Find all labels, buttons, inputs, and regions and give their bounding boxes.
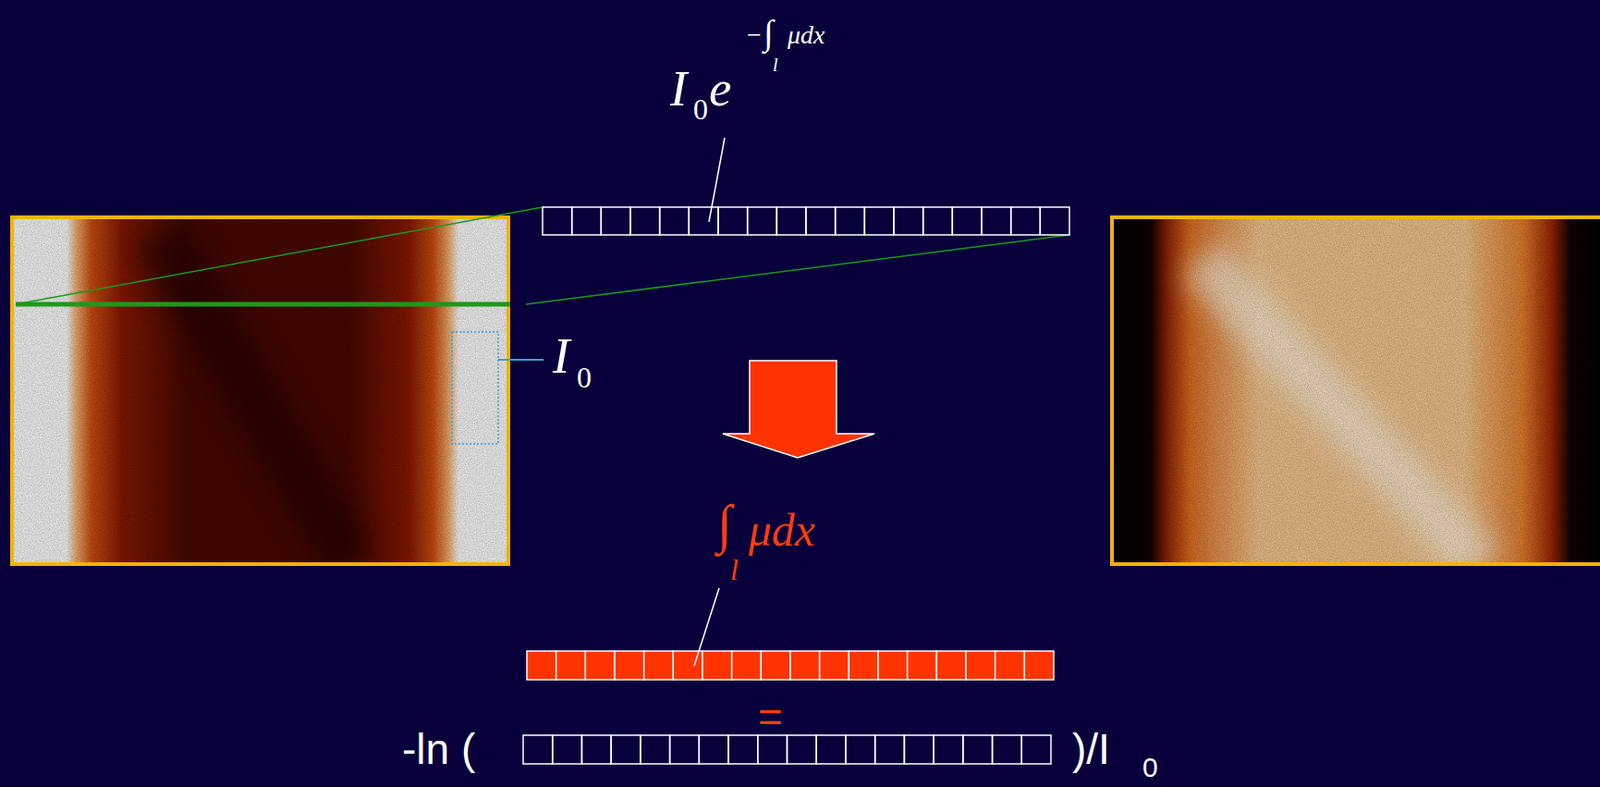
pixel-cell [965, 650, 996, 680]
pixel-strip [523, 734, 1051, 764]
integral-limit: l [730, 554, 739, 585]
pixel-cell [845, 734, 876, 764]
pixel-cell [903, 734, 934, 764]
pixel-cell [992, 734, 1023, 764]
leader-line [694, 587, 720, 666]
pixel-cell [923, 207, 953, 235]
pixel-cell [670, 734, 700, 764]
pixel-cell [572, 207, 602, 235]
pixel-cell [630, 207, 660, 235]
projection-image [12, 217, 509, 564]
pixel-cell [581, 734, 611, 764]
formula-exponent: ∫ [763, 14, 773, 50]
pixel-cell [757, 734, 788, 764]
pixel-cell [760, 650, 791, 680]
formula-symbol: I [670, 62, 687, 114]
pixel-cell [644, 650, 674, 680]
pixel-cell [1024, 650, 1054, 680]
pixel-cell [1011, 207, 1041, 235]
row-line [15, 302, 511, 307]
pixel-cell [816, 734, 846, 764]
integral-symbol: ∫ [717, 497, 733, 551]
pixel-cell [864, 207, 894, 235]
formula-exponent: μdx [787, 22, 825, 49]
leader-line [498, 358, 544, 361]
pixel-cell [790, 650, 820, 680]
pixel-cell [640, 734, 671, 764]
pixel-cell [728, 734, 758, 764]
pixel-cell [552, 734, 583, 764]
divide-operator: )/I [1072, 727, 1111, 770]
pixel-cell [907, 650, 938, 680]
pixel-cell [526, 650, 557, 680]
pixel-cell [523, 734, 553, 764]
pixel-cell [952, 207, 982, 235]
pixel-cell [732, 650, 762, 680]
pixel-cell [1039, 207, 1070, 235]
log-operator: -ln ( [402, 727, 476, 770]
pixel-cell [981, 207, 1012, 235]
equals-sign: = [757, 695, 783, 738]
pixel-cell [688, 207, 719, 235]
pixel-cell [995, 650, 1026, 680]
pixel-cell [718, 207, 748, 235]
pixel-cell [600, 207, 631, 235]
intensity-subscript: 0 [576, 362, 592, 392]
pixel-cell [702, 650, 733, 680]
pixel-cell [614, 650, 645, 680]
pixel-cell [835, 207, 866, 235]
result-strip [526, 650, 1054, 680]
pixel-cell [936, 650, 966, 680]
pixel-cell [1021, 734, 1051, 764]
image-frame [12, 217, 509, 564]
integral-term: μdx [748, 506, 816, 553]
processed-image [1111, 217, 1600, 564]
formula-symbol: e [708, 62, 732, 114]
pixel-cell [610, 734, 641, 764]
process-arrow [722, 360, 875, 458]
pixel-cell [556, 650, 587, 680]
formula-exponent: l [772, 55, 779, 74]
pixel-cell [806, 207, 836, 235]
pixel-cell [542, 207, 573, 235]
image-frame [1111, 217, 1600, 564]
intensity-label: I [552, 329, 570, 381]
pixel-cell [875, 734, 905, 764]
pixel-cell [819, 650, 850, 680]
pixel-cell [698, 734, 729, 764]
pixel-strip [542, 207, 1070, 235]
zoom-line [15, 207, 543, 305]
pixel-cell [776, 207, 807, 235]
pixel-cell [747, 207, 778, 235]
pixel-cell [787, 734, 818, 764]
formula-exponent: − [746, 22, 762, 49]
intensity-subscript: 0 [1142, 753, 1159, 782]
pixel-cell [585, 650, 615, 680]
pixel-cell [659, 207, 690, 235]
reference-region [451, 331, 499, 444]
pixel-cell [893, 207, 924, 235]
pixel-cell [878, 650, 908, 680]
pixel-cell [848, 650, 879, 680]
zoom-line [525, 234, 1070, 305]
leader-line [708, 137, 725, 222]
pixel-cell [933, 734, 964, 764]
formula-subscript: 0 [693, 94, 709, 124]
pixel-cell [963, 734, 993, 764]
